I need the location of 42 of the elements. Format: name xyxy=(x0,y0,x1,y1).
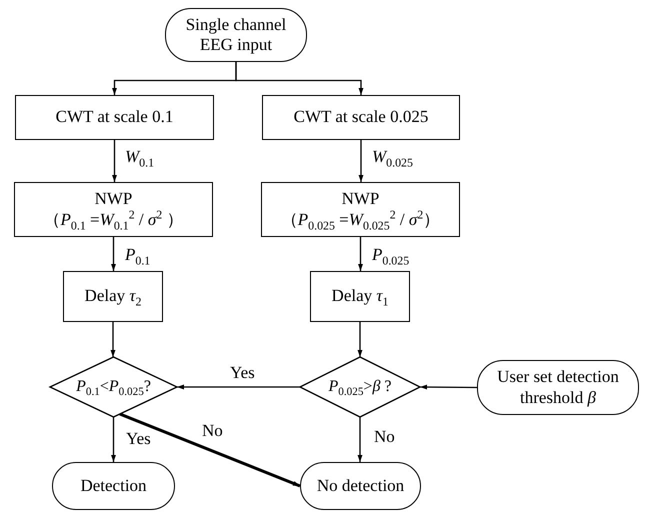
terminal-box xyxy=(165,8,307,62)
process-box xyxy=(15,95,214,140)
arrow xyxy=(110,322,116,357)
node-text: （P$_{0.025}$ =W$_{0.025}$$^{2}$ / σ$^{2}$） xyxy=(280,210,440,230)
arrow xyxy=(358,140,364,182)
arrow xyxy=(420,384,477,390)
edge-label: W$_{0.1}$ xyxy=(123,148,156,167)
process-box xyxy=(63,271,163,322)
edge-label: W$_{0.025}$ xyxy=(370,148,415,167)
node-text: Delay τ$_{1}$ xyxy=(332,286,388,307)
node-text: No detection xyxy=(316,476,404,496)
process-box xyxy=(310,271,410,322)
node-text: User set detection threshold β xyxy=(496,367,620,408)
terminal-box xyxy=(300,462,421,510)
arrow xyxy=(358,237,363,271)
node-text: CWT at scale 0.1 xyxy=(56,107,174,128)
node-text: （P$_{0.1}$ =W$_{0.1}$$^{2}$ / σ$^{2}$ ） xyxy=(44,210,184,230)
terminal-box xyxy=(52,462,175,510)
decision-diamond xyxy=(50,357,177,417)
node-text: Detection xyxy=(80,476,147,496)
edge-label: P$_{0.025}$ xyxy=(370,246,412,265)
process-box xyxy=(14,182,213,237)
arrow xyxy=(177,384,300,390)
process-box xyxy=(261,182,460,237)
arrow xyxy=(358,417,362,462)
decision-diamond xyxy=(300,357,420,417)
node-text: P$_{0.025}$>β ? xyxy=(328,377,392,397)
arrow xyxy=(358,322,362,357)
node-text: NWP xyxy=(94,189,132,210)
arrow xyxy=(111,237,116,271)
process-box xyxy=(262,95,460,140)
arrow xyxy=(111,417,116,462)
node-text: CWT at scale 0.025 xyxy=(294,107,428,128)
arrow xyxy=(112,140,117,182)
node-text: P$_{0.1}$<P$_{0.025}$? xyxy=(76,377,151,397)
node-text: Single channel EEG input xyxy=(184,14,288,56)
node-text: NWP xyxy=(342,189,380,210)
node-text: Delay τ$_{2}$ xyxy=(84,286,142,307)
terminal-box xyxy=(477,360,639,415)
arrow xyxy=(235,62,364,95)
arrow xyxy=(119,412,301,488)
edge-label: P$_{0.1}$ xyxy=(123,246,152,265)
